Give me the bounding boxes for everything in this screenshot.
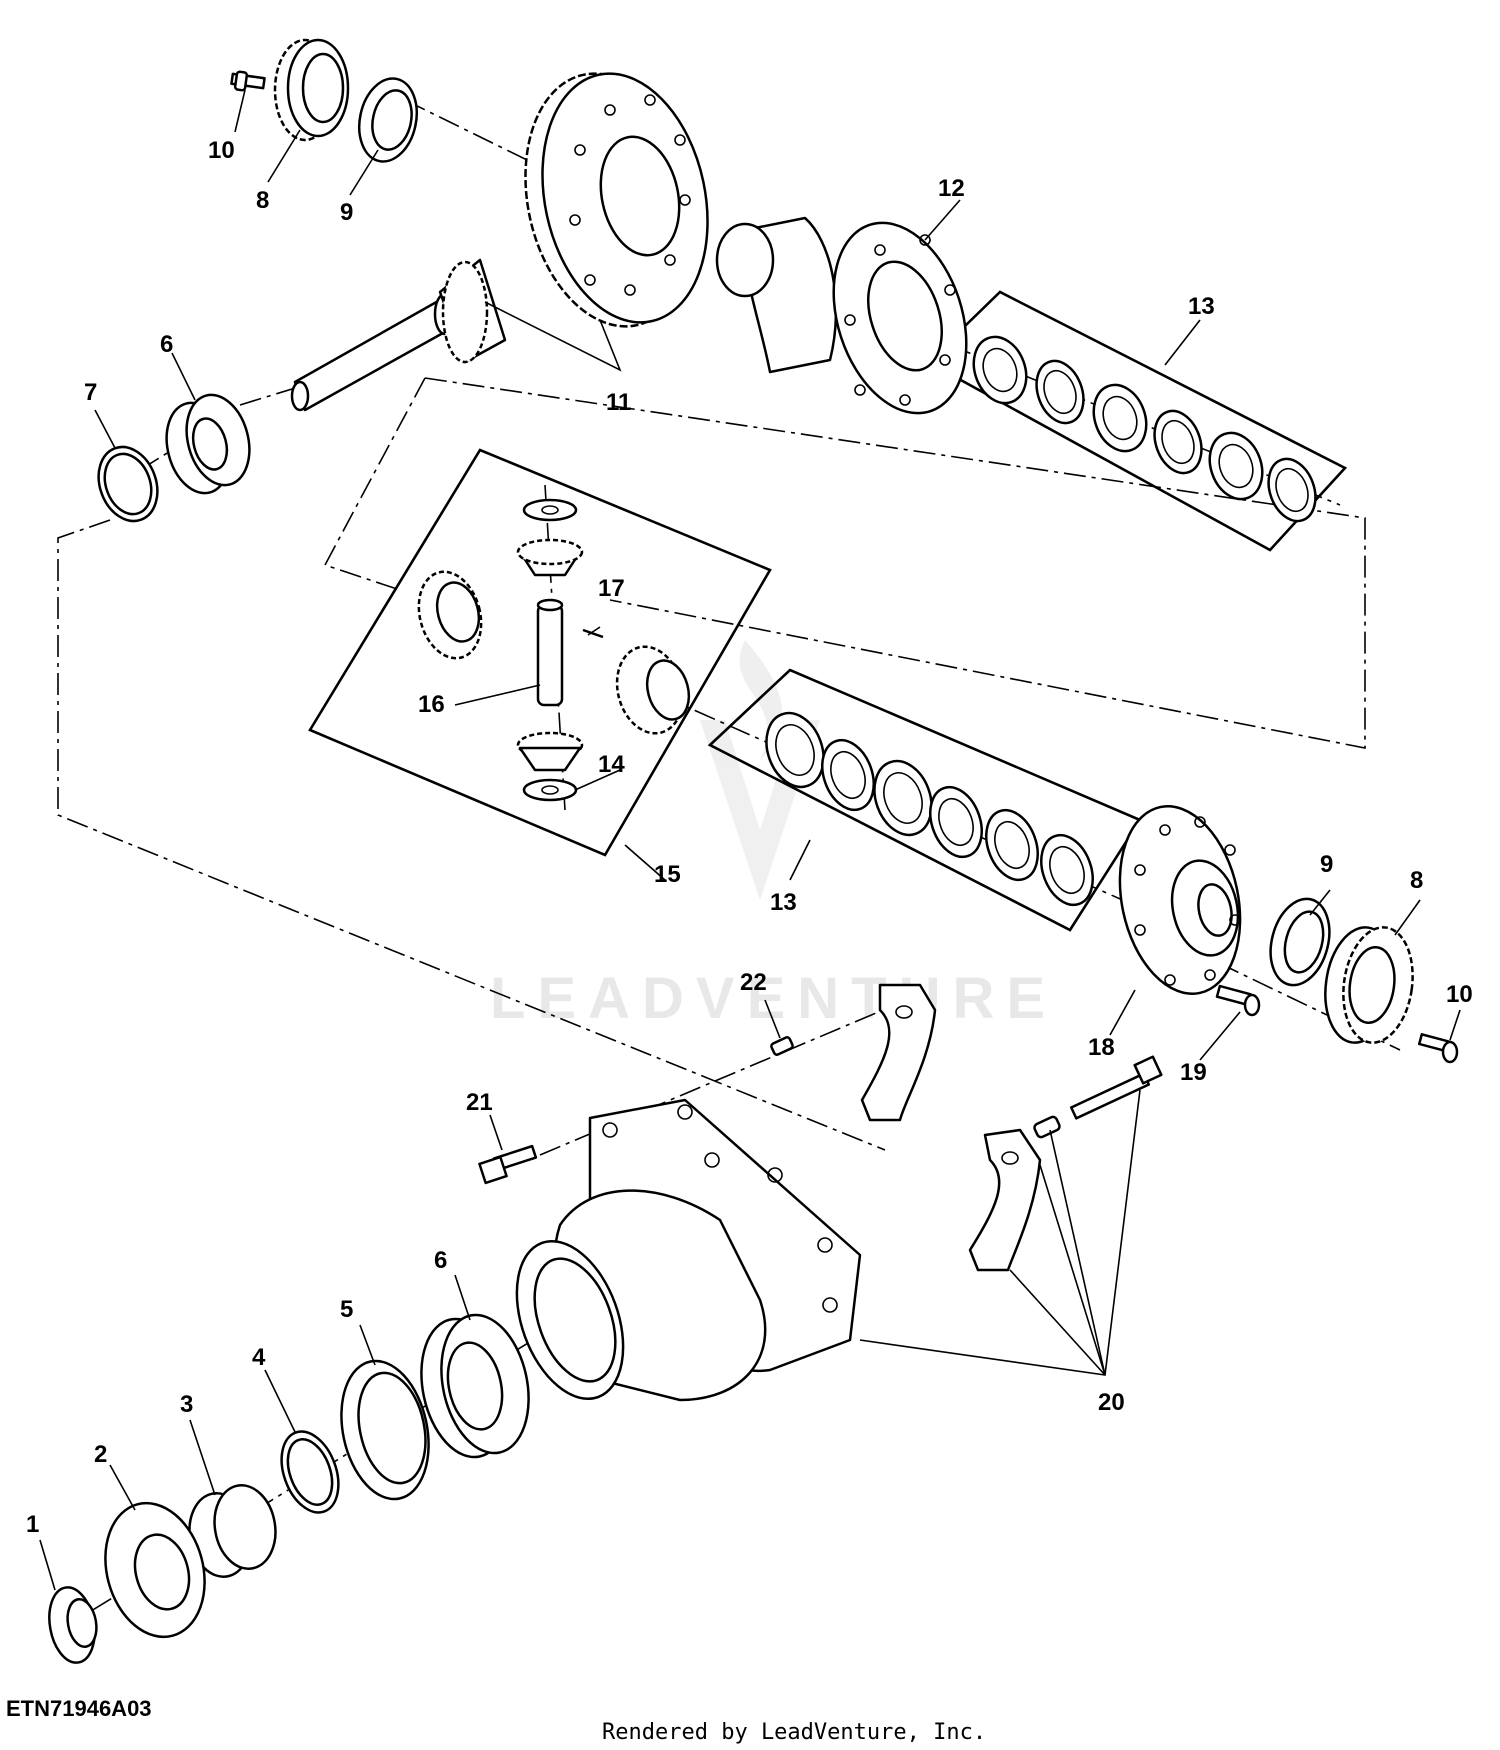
callout-20: 20 — [1098, 1389, 1125, 1416]
callout-5: 5 — [340, 1296, 353, 1323]
bolt-part-21 — [478, 1144, 538, 1185]
callout-4: 4 — [252, 1344, 266, 1371]
box-differential-gears — [308, 448, 772, 857]
washer-part-2 — [104, 1501, 206, 1639]
callout-17: 17 — [598, 575, 625, 602]
callout-16: 16 — [418, 691, 445, 718]
seal-part-9-top — [358, 77, 418, 163]
sleeve-part-3 — [188, 1484, 277, 1578]
differential-case-part-12 — [715, 216, 968, 415]
callout-11: 11 — [606, 389, 631, 416]
callout-10-right: 10 — [1446, 981, 1473, 1008]
pin-part-17 — [582, 628, 604, 639]
bolt-part-19 — [1215, 984, 1261, 1017]
gear-nut-part-8-right — [1324, 926, 1414, 1044]
callout-19: 19 — [1180, 1059, 1207, 1086]
callout-14: 14 — [598, 751, 625, 778]
box-clutch-plates-top — [925, 290, 1348, 552]
callout-3: 3 — [180, 1391, 193, 1418]
callout-21: 21 — [466, 1089, 493, 1116]
screw-part-10-top — [230, 70, 266, 92]
callout-22: 22 — [740, 969, 767, 996]
pinion-gear-top-part-15 — [516, 498, 584, 577]
callout-9-right: 9 — [1320, 851, 1333, 878]
snap-ring-part-7 — [97, 445, 159, 523]
clutch-plates-part-13-top — [972, 335, 1317, 523]
ring-gear-part-11 — [524, 72, 709, 328]
callout-2: 2 — [94, 1441, 107, 1468]
drawing-id: ETN71946A03 — [6, 1696, 152, 1721]
watermark-text: LEADVENTURE — [490, 966, 1057, 1031]
snap-ring-part-4 — [280, 1430, 340, 1514]
leader-lines — [39, 89, 1461, 1591]
seal-part-9-right — [1269, 897, 1331, 987]
callout-6-lower: 6 — [434, 1247, 447, 1274]
bolt-part-20 — [1069, 1055, 1163, 1120]
bearing-part-6-top — [165, 393, 251, 495]
dowel-part-20 — [1033, 1115, 1061, 1139]
thrust-washer-part-14 — [522, 778, 578, 802]
callout-13-bottom: 13 — [770, 889, 797, 916]
callout-1: 1 — [26, 1511, 39, 1538]
callout-10-top: 10 — [208, 137, 235, 164]
flange-hub-part-18 — [1118, 805, 1242, 995]
callouts: 1 2 3 4 5 6 6 7 8 8 9 9 10 10 11 12 13 1… — [26, 137, 1473, 1538]
bearing-cap-lower-part-20 — [968, 1128, 1042, 1272]
pinion-shaft-part-11 — [290, 258, 507, 412]
callout-8-right: 8 — [1410, 867, 1423, 894]
pin-part-22 — [770, 1036, 794, 1056]
axle-housing-part-20 — [515, 1098, 862, 1402]
bearing-cap-upper-part-20 — [860, 983, 937, 1122]
clutch-plates-part-13-bottom — [765, 711, 1094, 907]
bearing-part-6-lower — [420, 1313, 530, 1459]
callout-15: 15 — [654, 861, 681, 888]
screw-part-10-right — [1417, 1033, 1459, 1064]
gear-nut-part-8-top — [273, 38, 350, 142]
callout-18: 18 — [1088, 1034, 1115, 1061]
callout-7: 7 — [84, 379, 97, 406]
callout-12: 12 — [938, 175, 965, 202]
pinion-gear-bottom-part-15 — [516, 731, 584, 772]
cross-shaft-part-16 — [536, 598, 564, 707]
callout-6-top: 6 — [160, 331, 173, 358]
callout-13-top: 13 — [1188, 293, 1215, 320]
callout-9-top: 9 — [340, 199, 353, 226]
side-gear-left-part-15 — [417, 570, 483, 660]
side-gear-right-part-15 — [615, 645, 691, 735]
nut-part-1 — [48, 1586, 98, 1664]
render-credit: Rendered by LeadVenture, Inc. — [602, 1720, 987, 1745]
callout-8-top: 8 — [256, 187, 269, 214]
bearing-cup-part-5 — [340, 1359, 430, 1501]
